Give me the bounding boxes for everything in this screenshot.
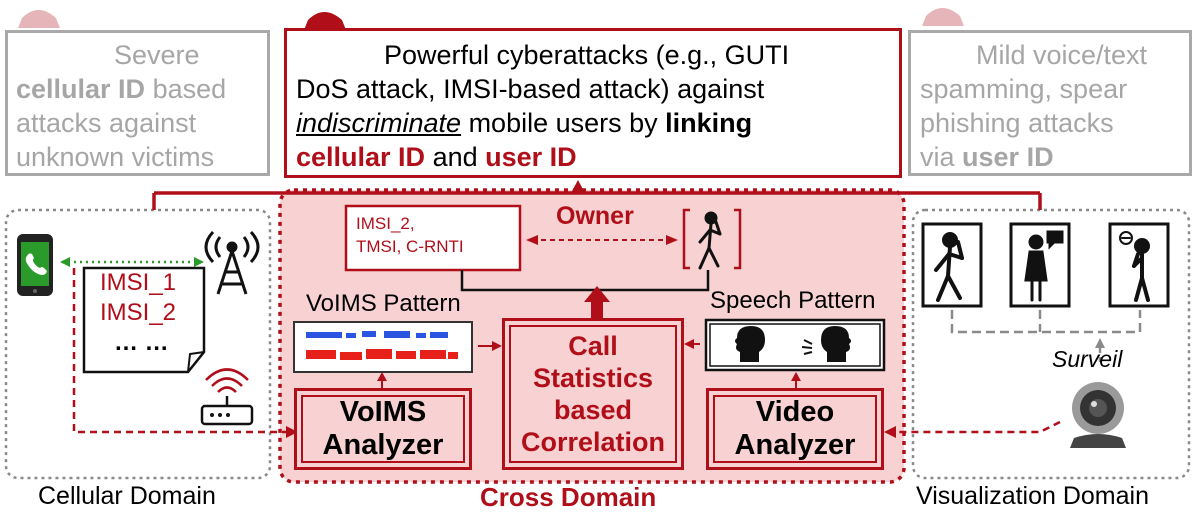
phone-icon bbox=[17, 234, 53, 296]
mild-line1: Mild voice/text bbox=[976, 40, 1148, 70]
video-analyzer-box: Video Analyzer bbox=[706, 388, 884, 470]
mild-attack-text: Mild voice/text spamming, spear phishing… bbox=[920, 38, 1188, 174]
volms-pattern-box bbox=[293, 321, 473, 373]
correlation-line3: based bbox=[553, 395, 633, 425]
mild-line4-pre: via bbox=[920, 142, 963, 172]
main-attack-box bbox=[284, 28, 902, 178]
main-line3-bold: linking bbox=[665, 108, 753, 138]
main-line4-mid: and bbox=[425, 142, 486, 172]
ids-box bbox=[344, 204, 522, 272]
correlation-line1: Call bbox=[568, 331, 618, 361]
speech-pattern-label: Speech Pattern bbox=[710, 287, 876, 314]
owner-frame bbox=[682, 208, 742, 270]
imsi-list: IMSI_1 IMSI_2 … … bbox=[100, 268, 176, 358]
correlation-text: Call Statistics based Correlation bbox=[509, 325, 677, 463]
top-connector bbox=[152, 191, 1042, 210]
main-line3-italic: indiscriminate bbox=[296, 108, 462, 138]
main-attack-text: Powerful cyberattacks (e.g., GUTI DoS at… bbox=[296, 38, 896, 174]
ids-line2: TMSI, C-RNTI bbox=[356, 237, 464, 256]
cross-domain-label: Cross Domain bbox=[480, 482, 657, 512]
main-line3-rest: mobile users by bbox=[461, 108, 666, 138]
imsi-2: IMSI_2 bbox=[100, 299, 177, 326]
severe-line1: Severe bbox=[114, 40, 200, 70]
surveil-label: Surveil bbox=[1052, 346, 1123, 372]
severe-attack-text: Severe cellular ID based attacks against… bbox=[16, 38, 266, 174]
top-connector-arrow bbox=[571, 180, 585, 193]
main-line4-red1: cellular ID bbox=[296, 142, 426, 172]
main-line2: DoS attack, IMSI-based attack) against bbox=[296, 74, 765, 104]
main-line1: Powerful cyberattacks (e.g., GUTI bbox=[384, 40, 790, 70]
volms-analyzer-line1: VoIMS bbox=[339, 396, 427, 428]
severe-line4: unknown victims bbox=[16, 142, 215, 172]
merge-bracket bbox=[460, 270, 710, 292]
severe-attack-box bbox=[5, 30, 270, 176]
volms-pattern-red bbox=[306, 349, 458, 360]
video-analyzer-text: Video Analyzer bbox=[713, 395, 877, 463]
owner-person-icon bbox=[698, 211, 722, 270]
imsi-document bbox=[82, 266, 206, 374]
severe-line3: attacks against bbox=[16, 108, 197, 138]
viz-person-3-icon bbox=[1119, 231, 1150, 302]
cellular-domain-label: Cellular Domain bbox=[38, 482, 216, 510]
video-analyzer-line2: Analyzer bbox=[734, 429, 856, 461]
severe-line2-bold: cellular ID bbox=[16, 74, 146, 104]
imsi-ellipsis: … … bbox=[114, 329, 169, 356]
mild-line4-bold: user ID bbox=[962, 142, 1054, 172]
mild-line2: spamming, spear bbox=[920, 74, 1128, 104]
webcam-icon bbox=[1070, 382, 1126, 448]
ids-text: IMSI_2, TMSI, C-RNTI bbox=[356, 212, 464, 258]
volms-analyzer-line2: Analyzer bbox=[322, 429, 444, 461]
center-up-arrow bbox=[584, 286, 610, 302]
viz-person-1-icon bbox=[934, 232, 964, 302]
router-icon bbox=[200, 368, 254, 426]
correlation-line2: Statistics bbox=[532, 363, 654, 393]
volms-pattern-blue bbox=[306, 331, 448, 338]
speaking-heads-icon bbox=[735, 326, 851, 362]
volms-analyzer-box: VoIMS Analyzer bbox=[294, 388, 472, 470]
main-line4-red2: user ID bbox=[485, 142, 577, 172]
surveil-bracket bbox=[950, 310, 1142, 334]
imsi-1: IMSI_1 bbox=[100, 269, 177, 296]
volms-pattern-label: VoIMS Pattern bbox=[306, 290, 461, 317]
viz-person-2-icon bbox=[1024, 230, 1064, 302]
cell-tower-icon bbox=[204, 230, 260, 295]
video-analyzer-line1: Video bbox=[755, 396, 835, 428]
correlation-box: Call Statistics based Correlation bbox=[502, 318, 684, 470]
ids-line1: IMSI_2, bbox=[356, 214, 415, 233]
mild-attack-box bbox=[908, 30, 1192, 176]
owner-label: Owner bbox=[556, 202, 634, 230]
volms-analyzer-text: VoIMS Analyzer bbox=[301, 395, 465, 463]
visualization-domain-label: Visualization Domain bbox=[916, 482, 1149, 510]
speech-pattern-box bbox=[704, 318, 886, 372]
cellular-to-volms-link bbox=[72, 268, 288, 434]
mild-line3: phishing attacks bbox=[920, 108, 1114, 138]
severe-line2-rest: based bbox=[145, 74, 227, 104]
correlation-line4: Correlation bbox=[520, 427, 666, 457]
